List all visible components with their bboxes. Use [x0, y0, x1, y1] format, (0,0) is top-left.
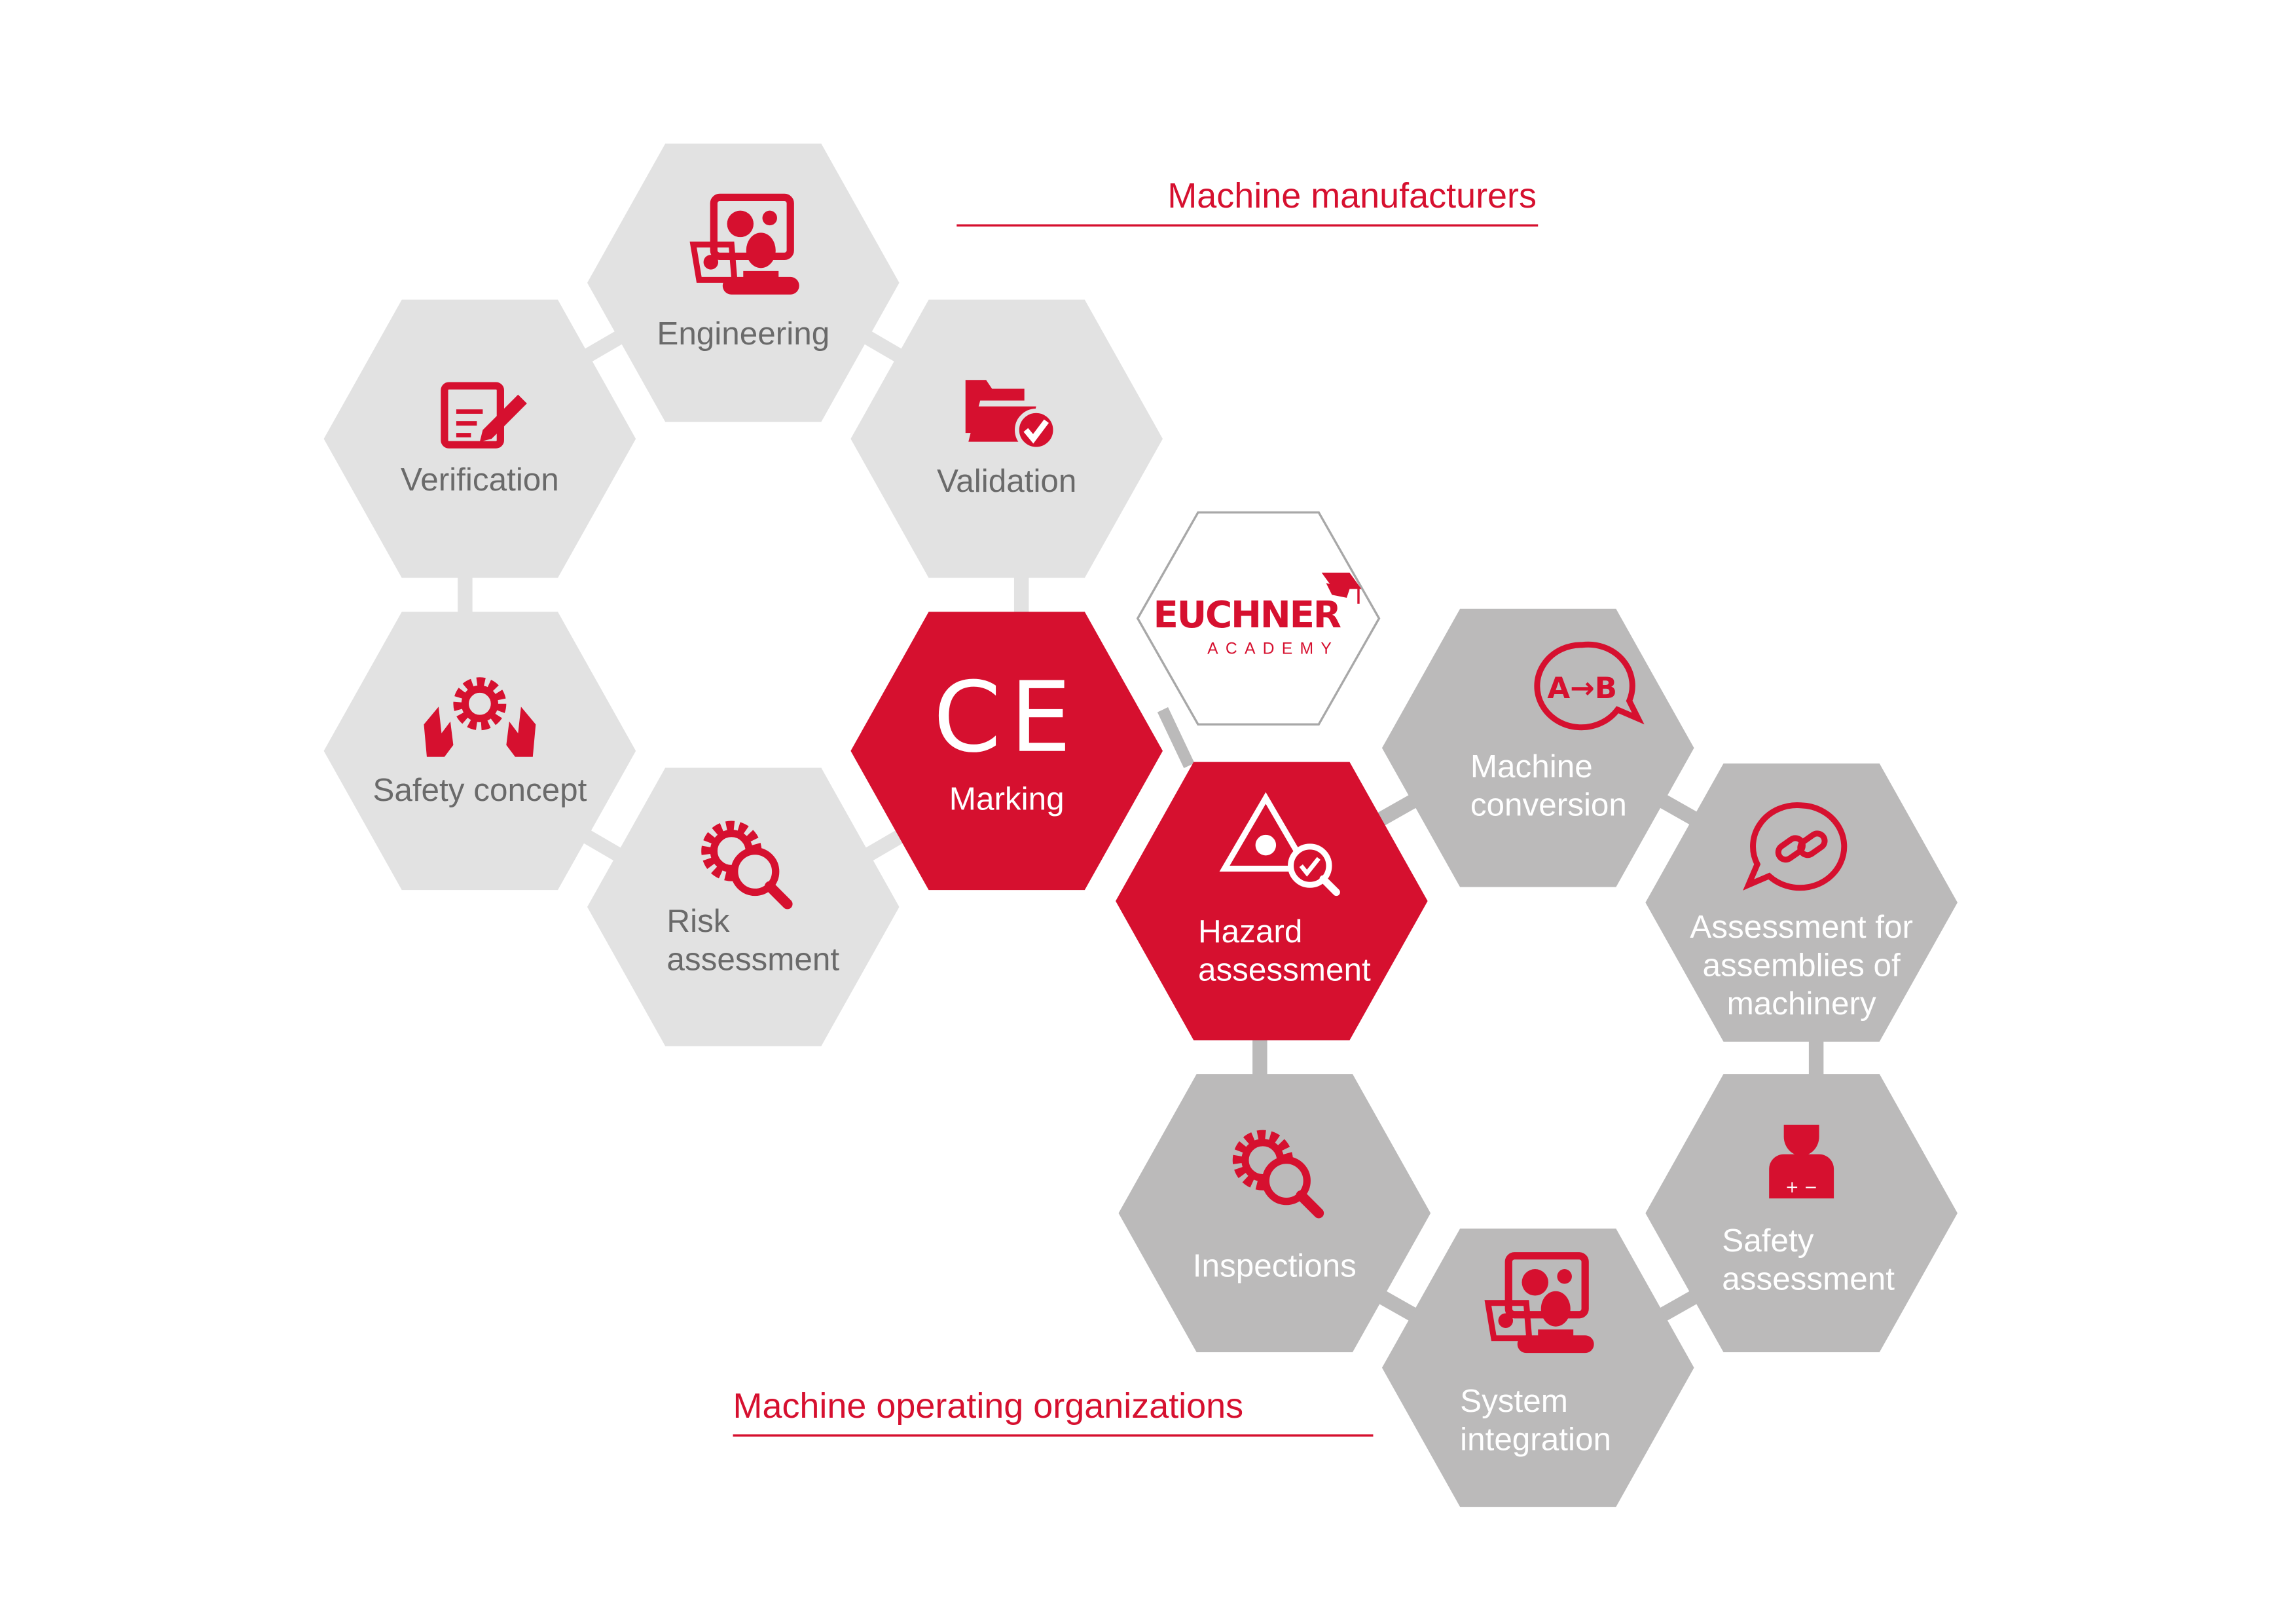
- tile-validation[interactable]: Validation: [850, 299, 1163, 578]
- tile-safety-assessment[interactable]: + − Safety assessment: [1645, 1074, 1958, 1353]
- tile-label: Marking: [949, 781, 1065, 817]
- tile-verification[interactable]: Verification: [323, 299, 636, 578]
- tile-machine-conversion[interactable]: A→B Machine conversion: [1381, 608, 1694, 887]
- tile-label-line-2: assessment: [1722, 1261, 1895, 1297]
- tile-label-line-1: Machine: [1470, 748, 1593, 784]
- tile-hazard-assessment[interactable]: Hazard assessment: [1116, 762, 1428, 1041]
- tile-assessment-assemblies[interactable]: Assessment for assemblies of machinery: [1645, 763, 1958, 1042]
- tile-label: Inspections: [1193, 1247, 1357, 1283]
- euchner-academy-logo: EUCHNER ACADEMY: [1136, 511, 1381, 726]
- tile-label-line-2: assemblies of: [1703, 948, 1901, 984]
- svg-text:+ −: + −: [1785, 1177, 1817, 1196]
- tile-label-line-1: Safety: [1722, 1223, 1813, 1259]
- graduation-cap-icon: [1321, 572, 1362, 604]
- tile-label: Verification: [401, 462, 559, 498]
- tile-label-line-1: Risk: [666, 903, 729, 939]
- ce-mark-icon: CE: [934, 661, 1080, 774]
- hands-gear-icon: [424, 677, 536, 757]
- center-connector: [1157, 707, 1195, 769]
- document-pencil-icon: [441, 382, 527, 449]
- a-to-b-speech-icon: A→B: [1534, 641, 1645, 731]
- logo-brand-text: EUCHNER: [1154, 594, 1341, 637]
- gear-magnifier-icon: [1232, 1130, 1324, 1219]
- logo-sub-text: ACADEMY: [1207, 640, 1339, 657]
- svg-text:A→B: A→B: [1547, 671, 1617, 705]
- tile-label-line-1: Assessment for: [1690, 909, 1913, 945]
- tile-inspections[interactable]: Inspections: [1118, 1074, 1431, 1353]
- tile-label-line-2: integration: [1460, 1422, 1611, 1458]
- tile-label: Engineering: [657, 316, 829, 352]
- tile-label-line-1: System: [1460, 1383, 1568, 1419]
- tile-label-line-2: assessment: [666, 942, 839, 978]
- tile-ce-marking[interactable]: CE Marking: [850, 612, 1163, 891]
- tile-label-line-3: machinery: [1727, 986, 1876, 1022]
- chain-link-speech-icon: [1743, 802, 1848, 891]
- hazard-triangle-magnifier-icon: [1219, 792, 1340, 896]
- tile-label-line-2: assessment: [1198, 951, 1371, 987]
- tile-label: Validation: [937, 463, 1076, 499]
- tile-label-line-2: conversion: [1470, 787, 1627, 823]
- section-machine-manufacturers: Machine manufacturers: [1167, 176, 1537, 215]
- tile-risk-assessment[interactable]: Risk assessment: [587, 767, 900, 1046]
- tile-system-integration[interactable]: System integration: [1381, 1228, 1694, 1507]
- person-laptop-icon: + −: [1769, 1124, 1834, 1199]
- tile-engineering[interactable]: Engineering: [587, 143, 900, 422]
- folder-check-icon: [965, 380, 1058, 452]
- tile-label-line-1: Hazard: [1198, 913, 1302, 950]
- section-machine-operating-organizations: Machine operating organizations: [733, 1386, 1244, 1426]
- tile-label: Safety concept: [373, 772, 587, 808]
- tile-safety-concept[interactable]: Safety concept: [323, 612, 636, 891]
